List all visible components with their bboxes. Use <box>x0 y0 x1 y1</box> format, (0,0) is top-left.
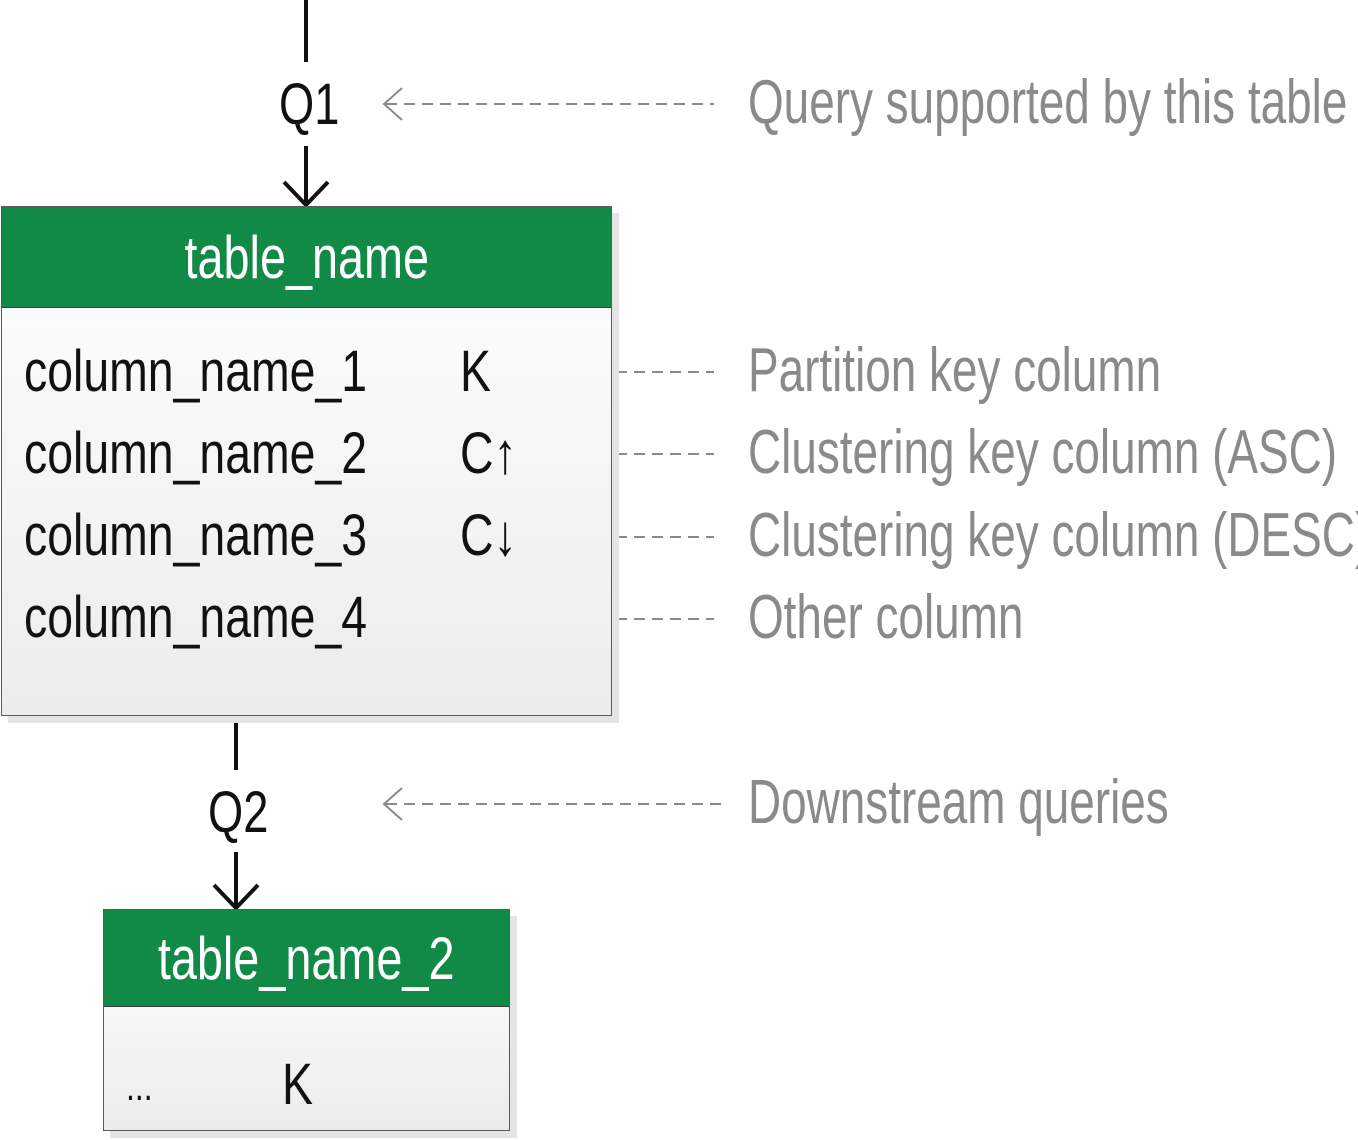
q2-arrowhead <box>212 883 260 911</box>
table-header-main: table_name <box>2 207 611 308</box>
column-name: column_name_4 <box>24 585 368 650</box>
key-marker-clustering-desc: C↓ <box>460 503 517 568</box>
annotation-clustering-asc: Clustering key column (ASC) <box>748 418 1337 487</box>
table-header-downstream: table_name_2 <box>104 910 509 1007</box>
column-row-3: column_name_3 <box>24 507 453 565</box>
column-name: column_name_2 <box>24 421 368 486</box>
annot-arrowhead-query-supported <box>382 87 403 121</box>
column-name: column_name_1 <box>24 339 368 404</box>
annotation-partition-key: Partition key column <box>748 336 1162 405</box>
annotation-clustering-desc: Clustering key column (DESC) <box>748 501 1358 570</box>
q1-label: Q1 <box>279 72 340 137</box>
column-name: ... <box>126 1065 153 1109</box>
q1-arrowhead <box>282 180 330 208</box>
table-box-downstream: table_name_2 ... K <box>103 909 510 1131</box>
table-name-downstream: table_name_2 <box>158 924 455 992</box>
column-name: column_name_3 <box>24 503 368 568</box>
key-marker-partition-2: K <box>282 1052 313 1117</box>
annotation-query-supported: Query supported by this table <box>748 68 1348 137</box>
key-marker-partition: K <box>460 339 491 404</box>
column-row-2: column_name_2 <box>24 425 453 483</box>
annotation-downstream: Downstream queries <box>748 768 1169 837</box>
annot-arrowhead-downstream <box>382 787 403 821</box>
table-box-main: table_name column_name_1 K column_name_2… <box>1 206 612 716</box>
column-row-4: column_name_4 <box>24 589 453 647</box>
table-name-main: table_name <box>184 223 429 291</box>
column-row-ellipsis: ... <box>126 1052 159 1110</box>
q2-label: Q2 <box>208 780 269 845</box>
annotation-other-column: Other column <box>748 583 1024 652</box>
key-marker-clustering-asc: C↑ <box>460 421 517 486</box>
column-row-1: column_name_1 <box>24 343 453 401</box>
